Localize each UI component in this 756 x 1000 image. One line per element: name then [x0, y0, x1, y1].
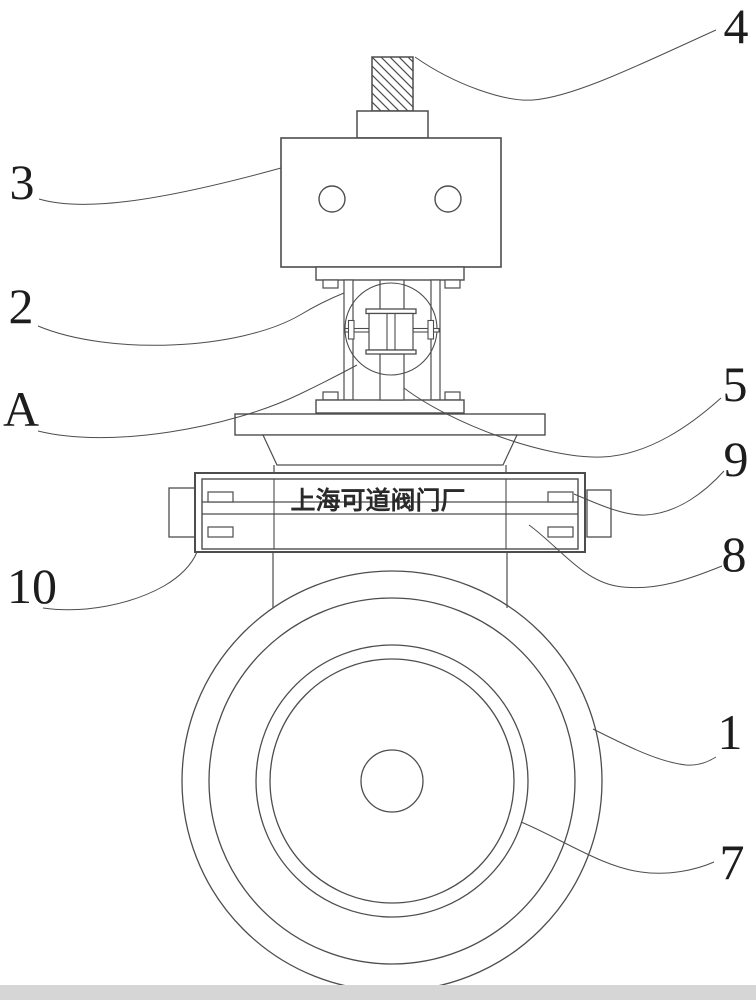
coupling-bottom-plate [365, 349, 417, 355]
actuator-housing [280, 137, 502, 268]
leader-9 [573, 470, 725, 516]
yoke-bottom-bolt-right [444, 391, 461, 401]
yoke-bottom-bolt-left [322, 391, 339, 401]
clamp-band-outer [194, 472, 586, 553]
yoke-bottom-plate [315, 399, 465, 414]
yoke-top-bolt-right [444, 279, 461, 289]
yoke-top-bolt-left [322, 279, 339, 289]
leader-4 [414, 29, 717, 101]
clamp-lug-left [168, 487, 196, 538]
stem-lower-segment [379, 353, 405, 401]
valve-body-center-hub [360, 749, 424, 813]
leader-8 [528, 524, 723, 589]
leader-10 [42, 551, 198, 611]
leader-3 [38, 167, 282, 205]
leader-5 [403, 387, 722, 458]
housing-hole-right [434, 185, 462, 213]
yoke-column-left [343, 279, 354, 401]
valve-body-fourth-ring [269, 658, 515, 904]
stem-collar [356, 110, 429, 139]
leader-A [37, 364, 358, 439]
coupling-top-plate [365, 308, 417, 315]
valve-body-second-ring [208, 597, 576, 965]
leader-2 [37, 292, 345, 346]
valve-body-outer-ring [181, 570, 603, 992]
housing-hole-left [318, 185, 346, 213]
coupling-flange-left [347, 319, 355, 340]
coupling-flange-right [427, 319, 435, 340]
bonnet-flange [234, 413, 546, 436]
bonnet-neck [262, 434, 518, 466]
coupling-shaft-right [412, 327, 440, 333]
clamp-clip-upper-right [547, 491, 574, 503]
clamp-clip-upper-left [207, 491, 234, 503]
stem-top-hatched [371, 56, 414, 112]
clamp-clip-lower-right [547, 526, 574, 538]
coupling-body [368, 312, 414, 351]
clamp-clip-lower-left [207, 526, 234, 538]
scan-footer-bar [0, 985, 756, 1000]
yoke-top-plate [315, 266, 465, 281]
clamp-lug-right [586, 489, 612, 538]
leader-7 [520, 821, 715, 874]
valve-body-third-ring [255, 644, 529, 918]
leader-1 [592, 728, 717, 766]
